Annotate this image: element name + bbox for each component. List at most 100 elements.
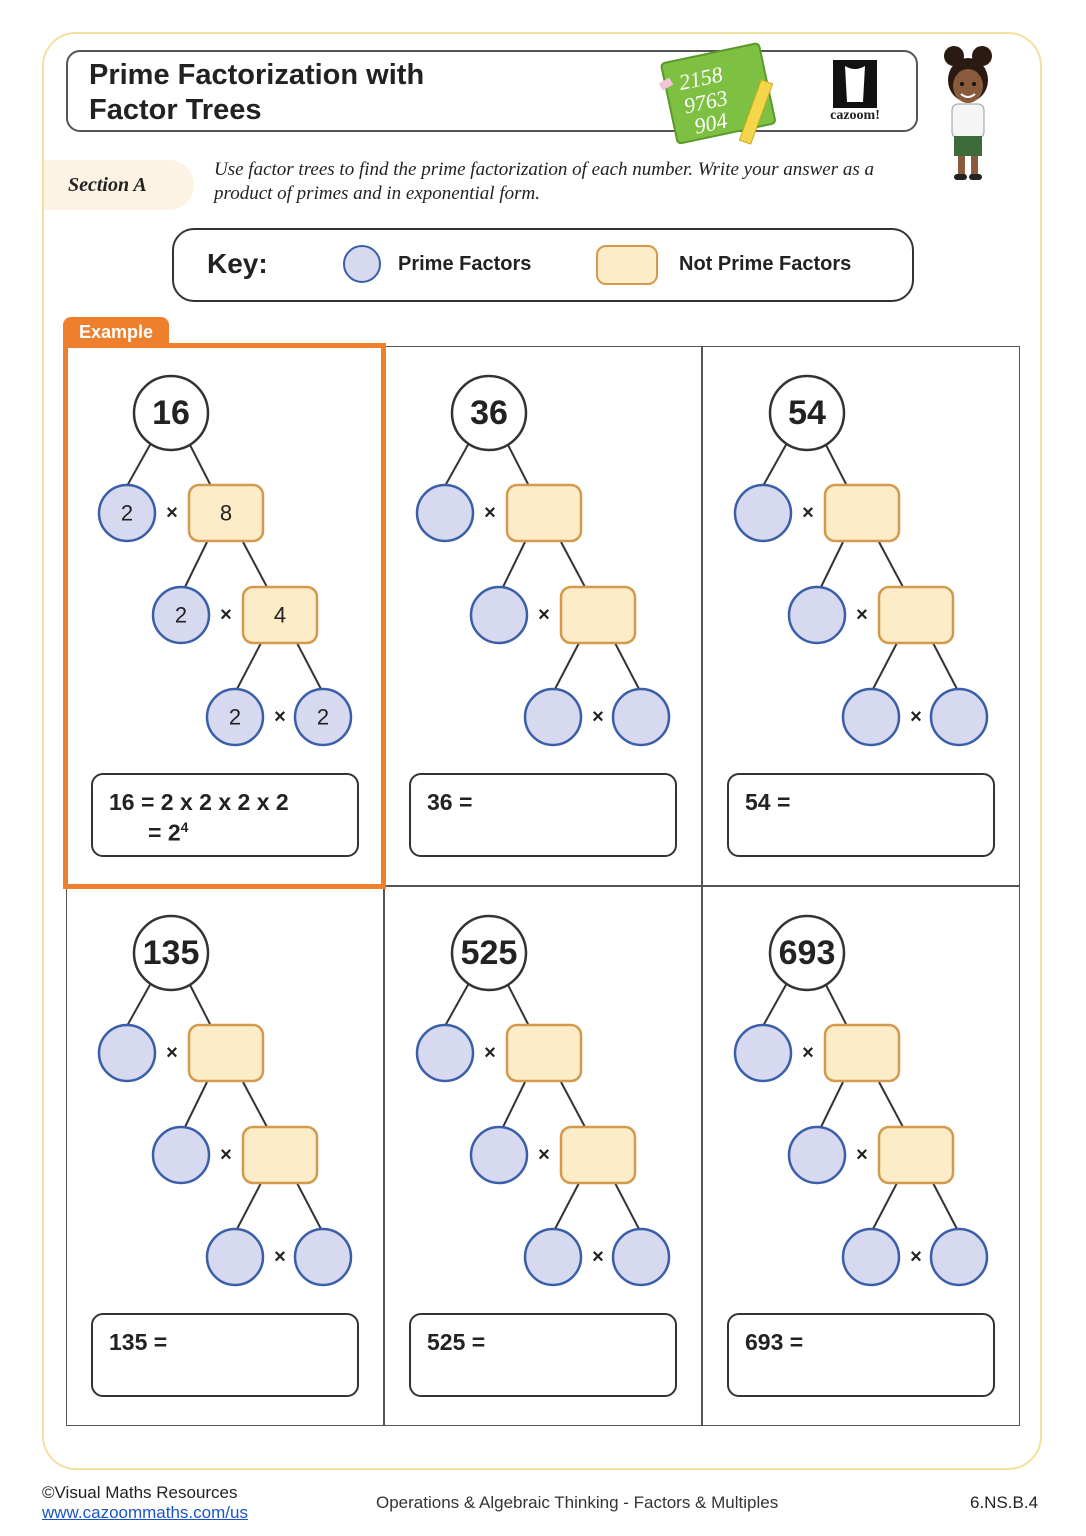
composite-factor-box[interactable] — [241, 1125, 319, 1185]
prime-factor-circle[interactable] — [611, 687, 671, 747]
composite-factor-box[interactable] — [877, 585, 955, 645]
prime-factor-circle[interactable] — [841, 1227, 901, 1287]
not-prime-factor-box-icon — [596, 245, 658, 285]
answer-expression: 54 = — [745, 789, 791, 815]
times-icon: × — [484, 502, 496, 524]
prime-factor-circle[interactable] — [151, 585, 211, 645]
times-icon: × — [538, 604, 550, 626]
factor-tree-54: 54××× — [733, 374, 989, 747]
prime-factor-circle[interactable] — [293, 687, 353, 747]
prime-factor-circle[interactable] — [205, 687, 265, 747]
tree-branch — [762, 442, 788, 487]
problem-cell-525: 525×××525 = — [384, 886, 702, 1426]
footer-website-link[interactable]: www.cazoommaths.com/us — [42, 1503, 248, 1522]
composite-factor-box[interactable] — [823, 483, 901, 543]
tree-branch — [188, 982, 212, 1027]
tree-branch — [878, 541, 904, 588]
composite-factor-box[interactable] — [877, 1125, 955, 1185]
prime-factor-circle[interactable] — [733, 483, 793, 543]
prime-factor-circle[interactable] — [523, 1227, 583, 1287]
title-line-1: Prime Factorization with — [89, 59, 425, 91]
times-icon: × — [802, 1042, 814, 1064]
prime-factor-circle[interactable] — [469, 585, 529, 645]
composite-factor-box[interactable] — [187, 483, 265, 543]
prime-factor-circle[interactable] — [415, 483, 475, 543]
prime-factor-value: 2 — [229, 705, 241, 730]
tree-branch — [560, 541, 586, 588]
prime-factor-circle[interactable] — [733, 1023, 793, 1083]
prime-factor-circle[interactable] — [787, 585, 847, 645]
root-number-circle[interactable] — [132, 374, 210, 452]
composite-factor-box[interactable] — [241, 585, 319, 645]
prime-factor-circle[interactable] — [469, 1125, 529, 1185]
tree-branch — [872, 642, 898, 690]
root-number-circle[interactable] — [132, 914, 210, 992]
prime-factor-circle[interactable] — [523, 687, 583, 747]
prime-factor-circle[interactable] — [841, 687, 901, 747]
times-icon: × — [910, 706, 922, 728]
times-icon: × — [802, 502, 814, 524]
prime-factor-circle[interactable] — [929, 1227, 989, 1287]
prime-factor-value: 2 — [175, 603, 187, 628]
tree-branch — [878, 1081, 904, 1128]
composite-factor-box[interactable] — [559, 585, 637, 645]
times-icon: × — [166, 502, 178, 524]
times-icon: × — [274, 706, 286, 728]
answer-expression: 693 = — [745, 1329, 804, 1355]
answer-box-54[interactable]: 54 = — [727, 773, 995, 857]
tree-branch — [236, 642, 262, 690]
tree-branch — [820, 1081, 844, 1128]
root-number-circle[interactable] — [450, 914, 528, 992]
composite-factor-box[interactable] — [559, 1125, 637, 1185]
tree-branch — [188, 442, 212, 487]
tree-branch — [614, 642, 640, 690]
prime-factor-value: 2 — [317, 705, 329, 730]
answer-box-135[interactable]: 135 = — [91, 1313, 359, 1397]
tree-branch — [932, 642, 958, 690]
answer-box-36[interactable]: 36 = — [409, 773, 677, 857]
times-icon: × — [592, 1246, 604, 1268]
root-number-circle[interactable] — [768, 374, 846, 452]
tree-branch — [444, 982, 470, 1027]
prime-factor-circle-icon — [343, 245, 381, 283]
composite-factor-box[interactable] — [505, 1023, 583, 1083]
answer-box-525[interactable]: 525 = — [409, 1313, 677, 1397]
times-icon: × — [910, 1246, 922, 1268]
composite-factor-box[interactable] — [505, 483, 583, 543]
root-number: 525 — [461, 934, 518, 972]
answer-exponential-form: = 24 — [148, 819, 188, 847]
times-icon: × — [166, 1042, 178, 1064]
prime-factor-circle[interactable] — [205, 1227, 265, 1287]
footer-topic: Operations & Algebraic Thinking - Factor… — [376, 1493, 779, 1512]
times-icon: × — [592, 706, 604, 728]
tree-branch — [184, 541, 208, 588]
root-number-circle[interactable] — [450, 374, 528, 452]
answer-box-693[interactable]: 693 = — [727, 1313, 995, 1397]
problem-cell-36: 36×××36 = — [384, 346, 702, 886]
times-icon: × — [220, 604, 232, 626]
key-box — [172, 228, 914, 302]
times-icon: × — [856, 604, 868, 626]
prime-factor-circle[interactable] — [787, 1125, 847, 1185]
prime-factor-circle[interactable] — [97, 483, 157, 543]
prime-factor-circle[interactable] — [151, 1125, 211, 1185]
prime-factor-circle[interactable] — [293, 1227, 353, 1287]
problem-cell-54: 54×××54 = — [702, 346, 1020, 886]
times-icon: × — [484, 1042, 496, 1064]
factor-tree-16: 162×82×42×2 — [97, 374, 353, 747]
footer-copyright: ©Visual Maths Resources — [42, 1483, 238, 1502]
root-number-circle[interactable] — [768, 914, 846, 992]
composite-factor-box[interactable] — [187, 1023, 265, 1083]
composite-factor-box[interactable] — [823, 1023, 901, 1083]
prime-factor-circle[interactable] — [415, 1023, 475, 1083]
student-mascot-icon — [944, 46, 992, 180]
prime-factor-circle[interactable] — [929, 687, 989, 747]
times-icon: × — [220, 1144, 232, 1166]
tree-branch — [502, 541, 526, 588]
brand-name: cazoom! — [830, 108, 880, 123]
answer-box-16[interactable]: 16 = 2 x 2 x 2 x 2= 24 — [91, 773, 359, 857]
prime-factor-circle[interactable] — [611, 1227, 671, 1287]
prime-factor-circle[interactable] — [97, 1023, 157, 1083]
tree-branch — [296, 1182, 322, 1230]
tree-branch — [506, 442, 530, 487]
